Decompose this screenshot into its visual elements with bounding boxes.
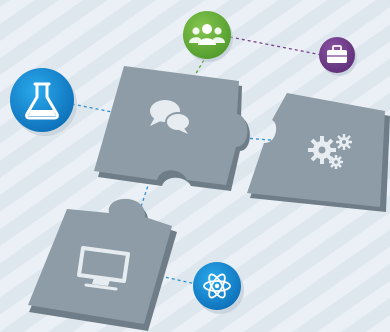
users-icon: [189, 24, 225, 45]
puzzle-piece-conversation: [94, 66, 250, 191]
flask-icon: [25, 82, 59, 120]
badge-business: [319, 37, 357, 76]
atom-icon: [203, 273, 231, 299]
monitor-icon: [77, 246, 130, 291]
badge-research: [193, 262, 244, 314]
speech-bubbles-icon: [150, 100, 191, 134]
connector-atom: [159, 275, 197, 285]
badge-team: [183, 11, 233, 62]
badge-science: [10, 68, 77, 136]
puzzle-piece-computer: [28, 198, 177, 331]
briefcase-icon: [327, 45, 347, 63]
connector-briefcase: [229, 36, 323, 56]
puzzle-piece-settings: [247, 93, 390, 212]
gears-icon: [308, 134, 352, 169]
